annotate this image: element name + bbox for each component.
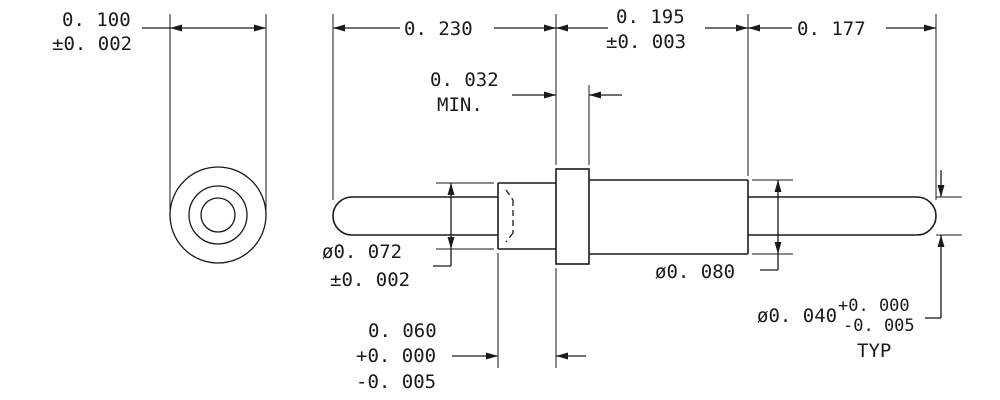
dim-line-right-pin <box>748 24 936 32</box>
side-view-part <box>332 168 937 265</box>
flange-width-note: MIN. <box>437 94 483 116</box>
socket-depth-tol-minus: -0. 005 <box>356 371 436 393</box>
dim-line-socket-depth <box>452 253 586 368</box>
dim-line-flange <box>512 91 622 99</box>
dim-line-bore-diameter <box>433 182 494 267</box>
right-pin-length-label: 0. 177 <box>797 18 866 40</box>
end-view-diameter-tolerance: ±0. 002 <box>52 33 132 55</box>
top-extension-lines <box>332 14 937 200</box>
pin-diameter-label: ø0. 040 <box>757 305 837 327</box>
pin-diameter-note: TYP <box>857 340 891 362</box>
pin-diameter-tol-plus: +0. 000 <box>838 296 910 316</box>
body-length-tolerance: ±0. 003 <box>606 31 686 53</box>
left-pin-length-label: 0. 230 <box>404 18 473 40</box>
socket-depth-tol-plus: +0. 000 <box>356 345 436 367</box>
bore-diameter-tolerance: ±0. 002 <box>330 269 410 291</box>
bore-diameter-label: ø0. 072 <box>322 241 402 263</box>
dim-line-pin-diameter <box>925 170 962 319</box>
end-view <box>142 14 267 264</box>
dim-line-left-pin <box>333 24 556 32</box>
pin-diameter-tol-minus: -0. 005 <box>843 316 915 336</box>
dim-line-body <box>556 24 748 32</box>
socket-depth-label: 0. 060 <box>368 320 437 342</box>
body-diameter-label: ø0. 080 <box>655 261 735 283</box>
end-view-diameter-label: 0. 100 <box>62 9 131 31</box>
body-length-label: 0. 195 <box>616 6 685 28</box>
dim-line-body-diameter <box>752 179 793 271</box>
flange-width-label: 0. 032 <box>430 69 499 91</box>
